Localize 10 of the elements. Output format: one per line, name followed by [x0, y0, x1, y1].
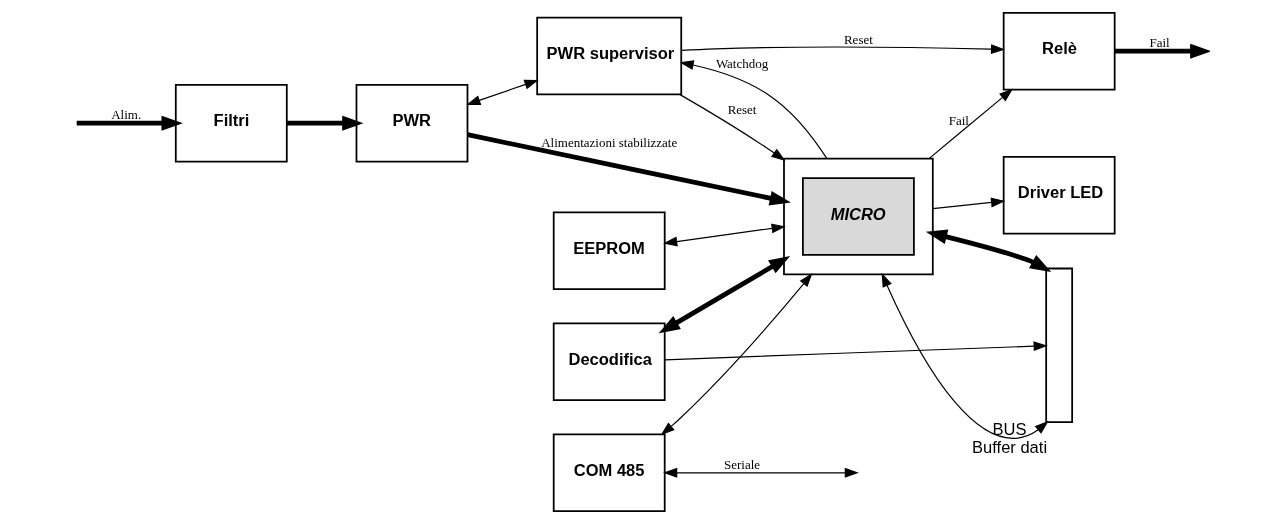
node-label: BUS [992, 420, 1027, 440]
edge-label: Alimentazioni stabilizzate [541, 134, 678, 150]
node-label: Buffer dati [972, 437, 1048, 457]
edge-label: Reset [727, 101, 757, 117]
edge-label: Reset [843, 31, 873, 47]
edge-label: Seriale [724, 457, 761, 473]
edge-label: Fail [948, 113, 969, 129]
edge-label: Alim. [111, 107, 142, 123]
edge-label: Watchdog [715, 55, 769, 71]
edge-label: Fail [1149, 35, 1170, 51]
